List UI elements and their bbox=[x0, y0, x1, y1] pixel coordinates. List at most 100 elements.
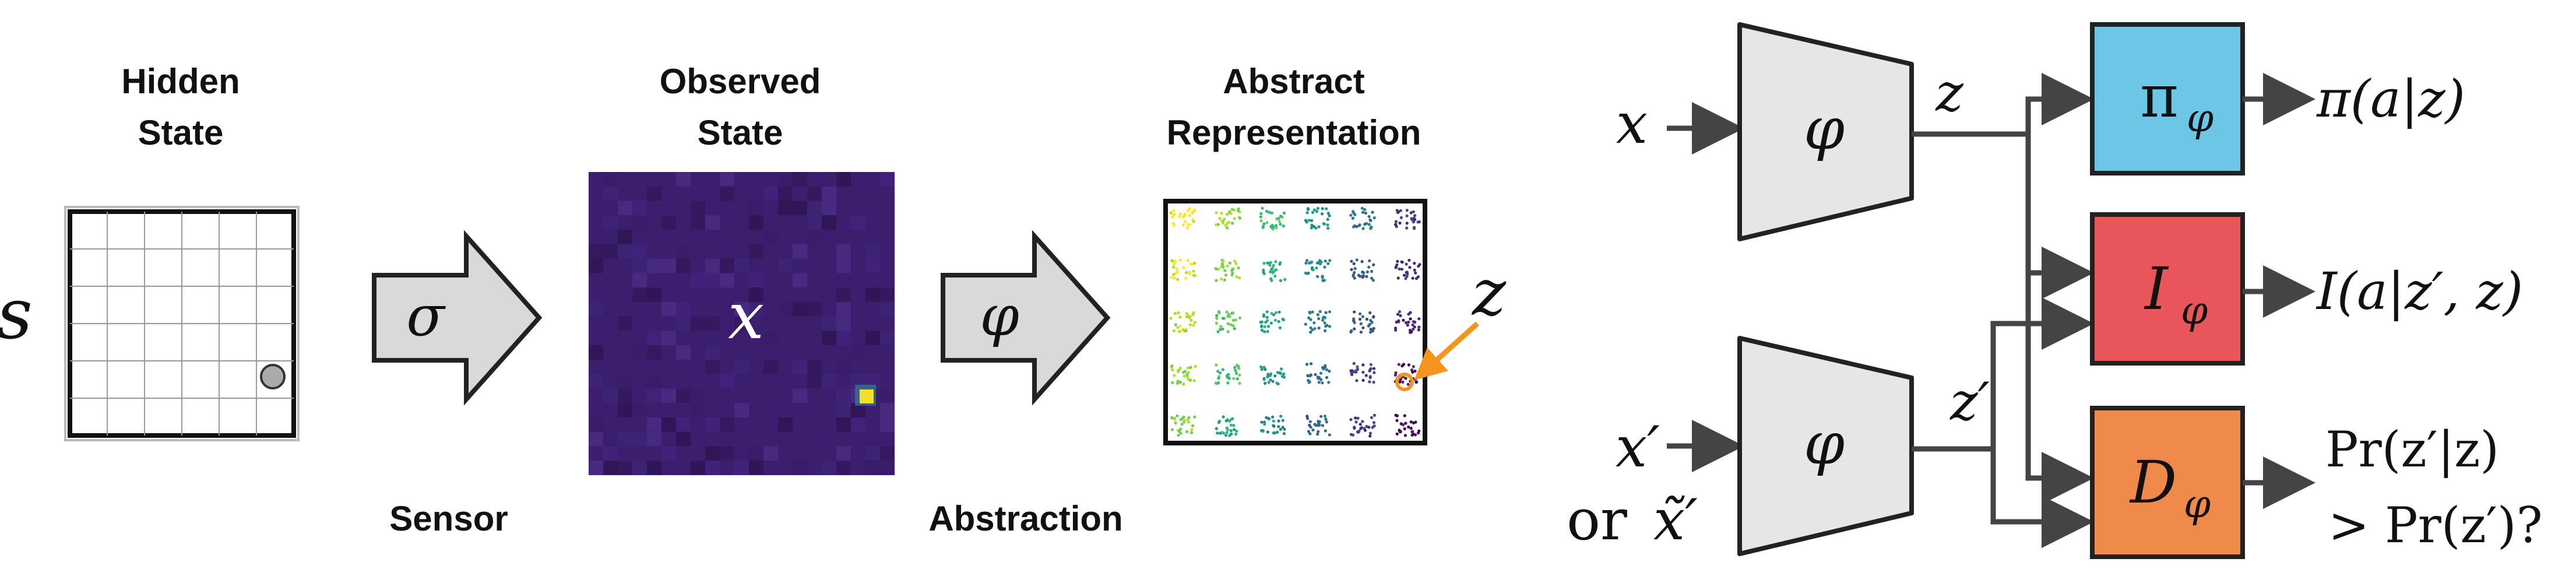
scatter-point bbox=[1414, 271, 1417, 275]
scatter-point bbox=[1271, 266, 1275, 270]
scatter-point bbox=[1368, 380, 1371, 384]
scatter-point bbox=[1184, 276, 1188, 280]
noise-pixel bbox=[589, 461, 603, 475]
scatter-point bbox=[1169, 317, 1173, 320]
scatter-point bbox=[1172, 209, 1176, 212]
scatter-point bbox=[1229, 429, 1233, 433]
scatter-point bbox=[1370, 269, 1374, 273]
noise-pixel bbox=[836, 403, 851, 417]
scatter-point bbox=[1220, 212, 1223, 215]
scatter-point bbox=[1190, 318, 1193, 322]
scatter-point bbox=[1417, 429, 1421, 433]
noise-pixel bbox=[880, 446, 895, 461]
scatter-point bbox=[1273, 269, 1277, 272]
noise-pixel bbox=[836, 446, 851, 461]
scatter-point bbox=[1235, 363, 1238, 367]
scatter-point bbox=[1323, 415, 1326, 418]
scatter-point bbox=[1398, 310, 1402, 314]
noise-pixel bbox=[647, 388, 661, 403]
scatter-point bbox=[1326, 262, 1330, 265]
scatter-point bbox=[1312, 208, 1316, 212]
scatter-point bbox=[1306, 374, 1310, 378]
scatter-point bbox=[1265, 416, 1268, 419]
scatter-point bbox=[1178, 215, 1181, 219]
scatter-point bbox=[1394, 223, 1398, 227]
noise-pixel bbox=[691, 273, 705, 288]
scatter-point bbox=[1405, 321, 1408, 325]
scatter-point bbox=[1227, 373, 1230, 376]
z-pointer-arrow bbox=[1414, 321, 1480, 381]
scatter-point bbox=[1412, 210, 1415, 213]
scatter-point bbox=[1405, 271, 1408, 274]
scatter-point bbox=[1224, 434, 1227, 437]
noise-pixel bbox=[880, 388, 895, 403]
scatter-point bbox=[1393, 373, 1397, 377]
scatter-point bbox=[1178, 315, 1182, 319]
scatter-point bbox=[1309, 373, 1313, 377]
scatter-point bbox=[1407, 258, 1411, 262]
scatter-point bbox=[1325, 420, 1328, 424]
scatter-point bbox=[1360, 206, 1364, 210]
noise-pixel bbox=[632, 431, 647, 447]
scatter-point bbox=[1305, 211, 1309, 215]
scatter-point bbox=[1280, 367, 1283, 371]
scatter-point bbox=[1325, 375, 1329, 380]
inverse-head: I φ bbox=[2090, 212, 2245, 366]
scatter-point bbox=[1193, 261, 1196, 265]
noise-pixel bbox=[822, 186, 836, 201]
scatter-point bbox=[1394, 371, 1398, 375]
noise-pixel bbox=[836, 331, 851, 346]
scatter-point bbox=[1274, 224, 1278, 227]
scatter-point bbox=[1359, 322, 1363, 326]
scatter-point bbox=[1276, 430, 1279, 434]
noise-pixel bbox=[632, 461, 647, 475]
scatter-point bbox=[1178, 330, 1181, 333]
noise-pixel bbox=[589, 301, 603, 317]
scatter-point bbox=[1403, 434, 1407, 437]
scatter-point bbox=[1193, 415, 1196, 419]
scatter-point bbox=[1394, 220, 1398, 223]
scatter-point bbox=[1267, 381, 1271, 384]
scatter-point bbox=[1413, 214, 1417, 217]
scatter-point bbox=[1223, 278, 1226, 282]
scatter-point bbox=[1269, 372, 1273, 375]
scatter-point bbox=[1265, 209, 1269, 213]
scatter-point bbox=[1406, 382, 1410, 386]
scatter-point bbox=[1311, 328, 1314, 332]
scatter-point bbox=[1176, 380, 1180, 383]
noise-pixel bbox=[793, 301, 807, 317]
scatter-point bbox=[1353, 267, 1357, 271]
scatter-point bbox=[1312, 225, 1316, 229]
noise-pixel bbox=[618, 403, 632, 417]
noise-pixel bbox=[720, 446, 734, 461]
scatter-point bbox=[1237, 367, 1241, 370]
discriminator-output-line1: Pr(z′|z) bbox=[2325, 421, 2499, 478]
scatter-point bbox=[1171, 259, 1175, 263]
scatter-point bbox=[1186, 209, 1190, 213]
noise-pixel bbox=[793, 273, 807, 288]
scatter-point bbox=[1179, 212, 1183, 216]
scatter-point bbox=[1177, 434, 1180, 437]
scatter-point bbox=[1411, 370, 1414, 374]
scatter-point bbox=[1271, 415, 1275, 419]
scatter-point bbox=[1193, 274, 1197, 278]
scatter-point bbox=[1316, 375, 1319, 379]
scatter-point bbox=[1417, 265, 1420, 268]
scatter-point bbox=[1321, 381, 1324, 385]
scatter-point bbox=[1219, 325, 1223, 328]
scatter-point bbox=[1352, 275, 1355, 278]
scatter-point bbox=[1176, 278, 1180, 281]
scatter-point bbox=[1176, 270, 1179, 274]
scatter-point bbox=[1263, 330, 1266, 333]
scatter-point bbox=[1411, 430, 1414, 433]
noise-pixel bbox=[793, 172, 807, 187]
scatter-point bbox=[1187, 223, 1190, 226]
scatter-point bbox=[1394, 328, 1398, 332]
scatter-point bbox=[1372, 421, 1376, 424]
noise-pixel bbox=[880, 417, 895, 432]
scatter-point bbox=[1399, 378, 1402, 381]
noise-pixel bbox=[661, 301, 676, 317]
scatter-point bbox=[1190, 431, 1194, 434]
scatter-point bbox=[1310, 362, 1313, 366]
inverse-head-symbol: I bbox=[2144, 255, 2169, 323]
